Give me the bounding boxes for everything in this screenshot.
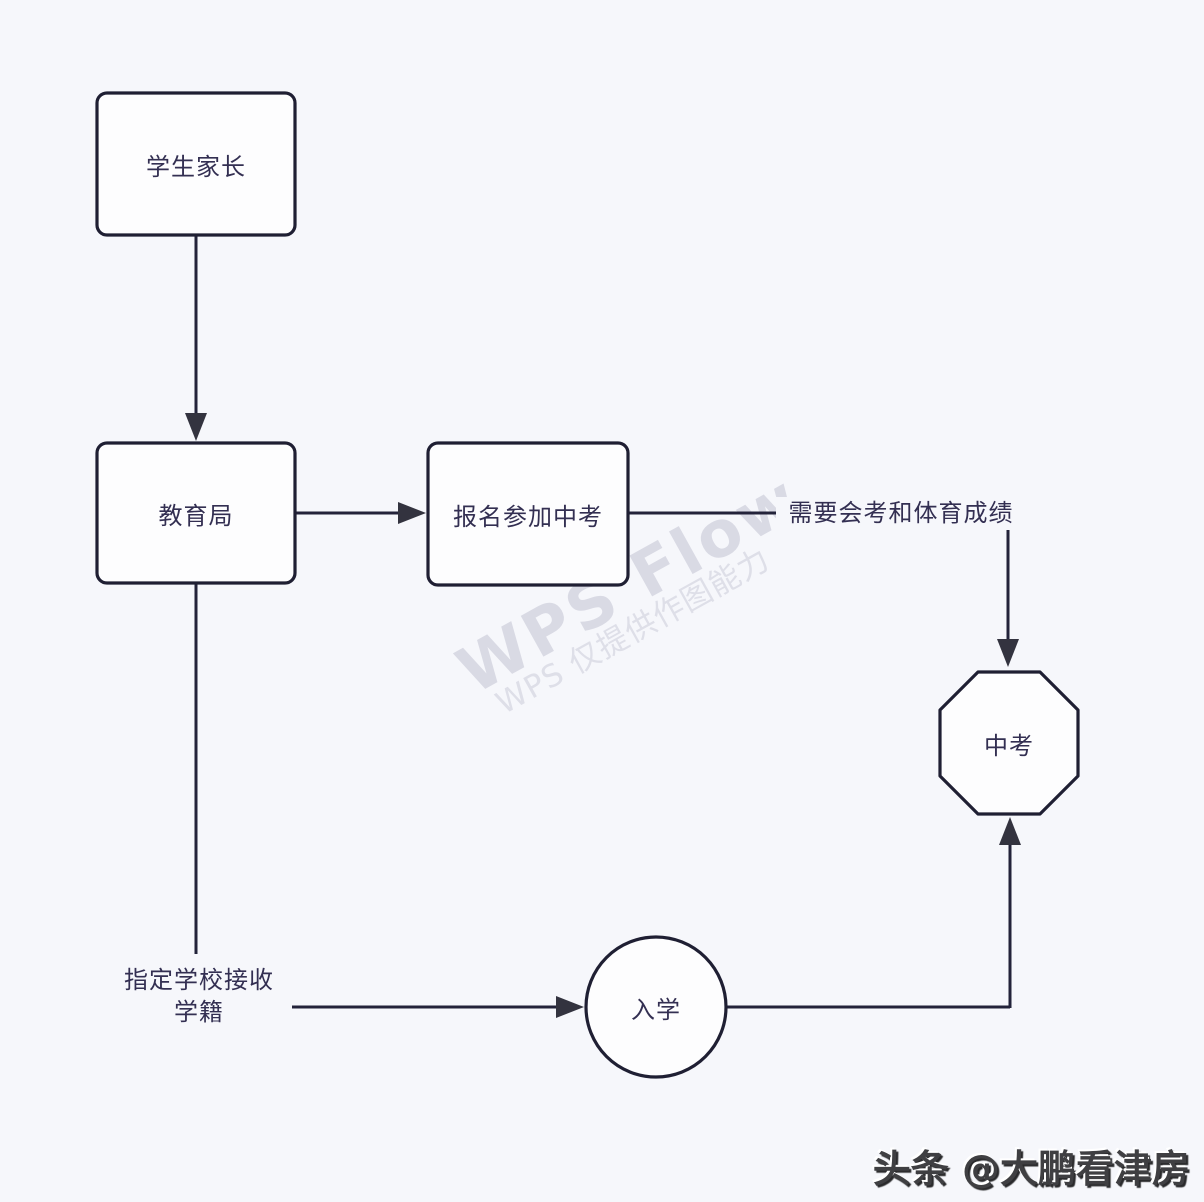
edge-register-zhongkao-arrowhead [997,639,1019,667]
toutiao-credit-watermark: 头条 @大鹏看津房 [872,1146,1190,1191]
edge-bureau-register-arrowhead [398,502,426,524]
node-register-label: 报名参加中考 [453,502,603,531]
edge-label-school-accept-line1: 指定学校接收 [124,966,274,995]
edge-bureau-enroll-arrowhead [556,996,584,1018]
edge-enroll-zhongkao-arrowhead [999,817,1021,845]
node-parents-shape [95,91,297,237]
node-enroll-label: 入学 [631,995,681,1024]
edge-parents-bureau-arrowhead [185,413,207,441]
node-zhongkao-shape [938,670,1080,816]
node-parents-label: 学生家长 [146,152,246,181]
node-enroll-shape [584,935,728,1079]
edge-label-school-accept: 指定学校接收 学籍 [106,954,292,1040]
node-zhongkao-label: 中考 [984,731,1034,760]
node-register-shape [426,441,630,587]
edge-label-school-accept-line2: 学籍 [174,998,224,1026]
node-bureau-label: 教育局 [158,501,234,530]
node-bureau-shape [95,441,297,585]
edge-label-exam-requirement: 需要会考和体育成绩 [776,497,1026,530]
